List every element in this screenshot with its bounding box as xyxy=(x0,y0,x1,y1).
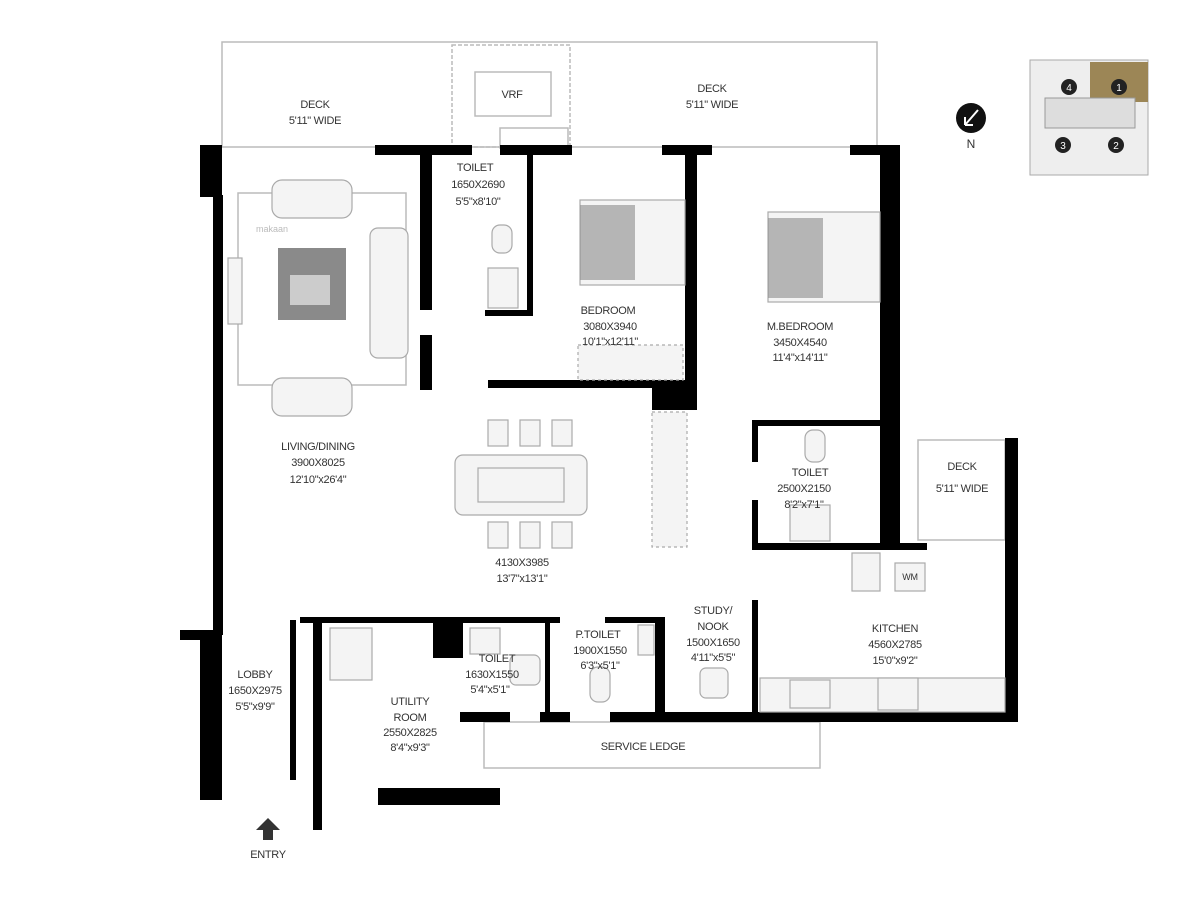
vrf-label: VRF xyxy=(501,89,523,101)
compass: N xyxy=(956,103,986,151)
entry-marker: ENTRY xyxy=(250,818,287,861)
toilet-2-label: TOILET xyxy=(792,467,829,479)
deck-right-label: DECK xyxy=(697,83,727,95)
dining-ft: 13'7"x13'1" xyxy=(497,573,548,585)
toilet-3-label: TOILET xyxy=(479,653,516,665)
bedroom-mm: 3080X3940 xyxy=(583,321,637,333)
unit-3-label: 3 xyxy=(1060,141,1066,152)
toilet-2-mm: 2500X2150 xyxy=(777,483,831,495)
service-ledge-label: SERVICE LEDGE xyxy=(601,741,686,753)
furniture: makaan xyxy=(227,179,1006,713)
toilet-1-label: TOILET xyxy=(457,162,494,174)
utility-label-2: ROOM xyxy=(393,712,426,724)
north-label: N xyxy=(967,137,976,151)
bedroom-ft: 10'1"x12'11" xyxy=(582,336,638,348)
key-plan: 4 1 3 2 xyxy=(1029,59,1149,176)
p-toilet-label: P.TOILET xyxy=(576,629,621,641)
svg-text:makaan: makaan xyxy=(256,224,288,234)
deck-right-size: 5'11" WIDE xyxy=(686,99,738,111)
arrow-up-icon xyxy=(256,818,280,840)
toilet-3-ft: 5'4"x5'1" xyxy=(470,684,510,696)
toilet-1-ft: 5'5"x8'10" xyxy=(455,196,500,208)
toilet-2-ft: 8'2"x7'1" xyxy=(784,499,824,511)
utility-mm: 2550X2825 xyxy=(383,727,437,739)
bedroom-label: BEDROOM xyxy=(581,305,636,317)
study-label-2: NOOK xyxy=(697,621,729,633)
master-bedroom-label: M.BEDROOM xyxy=(767,321,833,333)
dining-mm: 4130X3985 xyxy=(495,557,549,569)
study-label: STUDY/ xyxy=(694,605,734,617)
lobby-label: LOBBY xyxy=(237,669,273,681)
walls xyxy=(180,145,1018,830)
living-dining-ft: 12'10"x26'4" xyxy=(290,474,347,486)
master-bedroom-ft: 11'4"x14'11" xyxy=(772,352,827,364)
deck-left-size: 5'11" WIDE xyxy=(289,115,341,127)
living-dining-label: LIVING/DINING xyxy=(281,441,355,453)
study-ft: 4'11"x5'5" xyxy=(691,652,736,664)
lobby-mm: 1650X2975 xyxy=(228,685,282,697)
deck-left-label: DECK xyxy=(300,99,330,111)
unit-1-label: 1 xyxy=(1116,83,1122,94)
study-mm: 1500X1650 xyxy=(686,637,740,649)
utility-ft: 8'4"x9'3" xyxy=(390,742,430,754)
unit-2-label: 2 xyxy=(1113,141,1119,152)
p-toilet-mm: 1900X1550 xyxy=(573,645,627,657)
toilet-1-mm: 1650X2690 xyxy=(451,179,505,191)
kitchen-mm: 4560X2785 xyxy=(868,639,922,651)
toilet-3-mm: 1630X1550 xyxy=(465,669,519,681)
p-toilet-ft: 6'3"x5'1" xyxy=(580,660,620,672)
utility-label: UTILITY xyxy=(391,696,431,708)
kitchen-label: KITCHEN xyxy=(872,623,919,635)
deck-kitchen-label: DECK xyxy=(947,461,977,473)
living-dining-mm: 3900X8025 xyxy=(291,457,345,469)
deck-kitchen-size: 5'11" WIDE xyxy=(936,483,988,495)
room-labels: DECK 5'11" WIDE VRF DECK 5'11" WIDE TOIL… xyxy=(228,83,988,754)
unit-4-label: 4 xyxy=(1066,83,1072,94)
lobby-ft: 5'5"x9'9" xyxy=(235,701,275,713)
wm-label: WM xyxy=(902,572,917,582)
entry-label: ENTRY xyxy=(250,849,287,861)
kitchen-ft: 15'0"x9'2" xyxy=(872,655,917,667)
master-bedroom-mm: 3450X4540 xyxy=(773,337,827,349)
